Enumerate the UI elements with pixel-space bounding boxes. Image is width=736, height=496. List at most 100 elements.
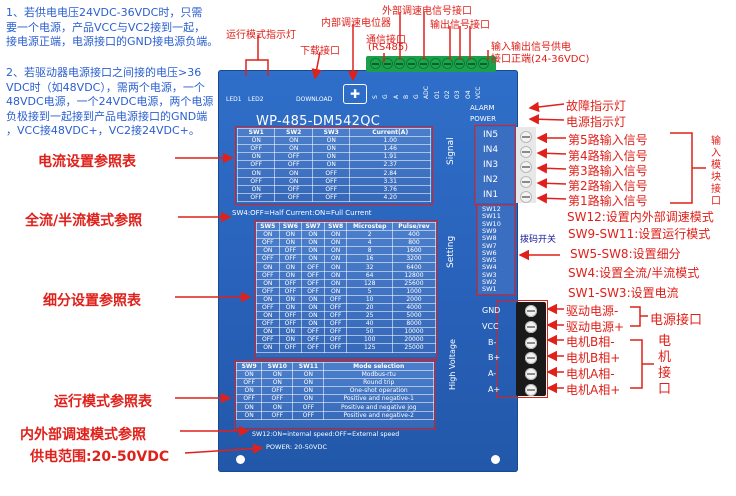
power-terminal[interactable] [525,368,537,381]
alarm-label: ALARM [470,104,495,112]
top-terminal-1[interactable] [370,58,381,69]
mode-table-cell: OFF [292,410,325,420]
input-terminal-in3[interactable] [520,161,532,173]
power-pin-label: B+ [488,353,501,363]
switch-label-sw10: SW10 [482,219,501,228]
label-run-mode-table: 运行模式参照表 [54,394,152,410]
label-io-power-sub: 接口正端(24-36VDC) [491,54,590,65]
input-panel [476,127,514,203]
mount-hole-left [236,455,245,464]
label-sw4: SW4:设置全流/半流模式 [568,266,700,280]
label-power-port: 电源接口 [650,313,703,328]
label-sw12: SW12:设置内外部调速模式 [567,210,714,224]
label-drv-plus: 驱动电源+ [566,320,625,334]
label-motor-port: 电机接口 [658,334,672,397]
input-terminal-in2[interactable] [520,176,532,188]
power-terminal[interactable] [525,352,537,365]
label-output-port: 输出信号接口 [430,20,490,31]
switch-label-sw1: SW1 [482,285,497,294]
top-terminal-9[interactable] [466,58,477,69]
label-power-led: 电源指示灯 [566,115,627,129]
power-pin-label: VCC [482,321,499,331]
label-a-plus: 电机A相+ [566,383,621,397]
led1-label: LED1 [226,96,242,103]
switch-label-sw3: SW3 [482,270,497,279]
input-label-in3: IN3 [483,160,499,170]
led2-label: LED2 [248,96,264,103]
power-pin-label: B- [488,337,497,347]
switch-label-sw7: SW7 [482,241,497,250]
label-drv-minus: 驱动电源- [566,304,619,318]
mode-table-cell: ON [235,410,263,420]
label-sw5-8: SW5-SW8:设置细分 [570,247,681,261]
label-in1: 第1路输入信号 [568,194,648,208]
input-label-in2: IN2 [483,175,499,185]
switch-label-sw2: SW2 [482,278,497,286]
switch-label-sw8: SW8 [482,234,497,243]
top-terminal-5[interactable] [418,58,429,69]
power-terminal-highlight [496,300,548,398]
mount-hole-right [491,455,500,464]
input-terminal-in1[interactable] [520,191,532,203]
top-terminal-4[interactable] [406,58,417,69]
microstep-table-highlight [254,220,438,359]
top-terminal-3[interactable] [394,58,405,69]
power-terminal-block [516,302,546,396]
label-b-plus: 电机B相+ [566,351,621,365]
switch-label-sw4: SW4 [482,263,497,272]
label-ext-speed-port: 外部调速电信号接口 [382,6,472,17]
label-internal-pot: 内部调速电位器 [321,18,391,29]
label-sw9-11: SW9-SW11:设置运行模式 [568,227,711,241]
label-sw1-3: SW1-SW3:设置电流 [568,286,679,300]
input-terminal-in5[interactable] [520,131,532,143]
model-name: WP-485-DM542QC [256,114,381,129]
current-table-cell: OFF [311,192,351,202]
current-table-highlight [235,126,433,205]
input-label-in5: IN5 [483,130,499,140]
current-table-cell: 4.20 [349,192,431,202]
input-terminal-in4[interactable] [520,146,532,158]
top-terminal-7[interactable] [442,58,453,69]
top-terminal-10[interactable] [478,58,489,69]
label-fault-led: 故障指示灯 [566,99,627,113]
switch-label-sw9: SW9 [482,226,497,235]
power-pin-label: A- [488,369,497,379]
microstep-table-cell: 25000 [391,343,437,353]
power-terminal[interactable] [525,305,537,317]
input-label-in4: IN4 [483,145,499,155]
label-half-full: 全流/半流模式参照 [25,213,143,229]
label-in5: 第5路输入信号 [568,133,648,147]
power-terminal[interactable] [525,384,537,396]
power-terminal[interactable] [525,336,537,349]
top-terminal-8[interactable] [454,58,465,69]
download-label: DOWNLOAD [296,96,333,103]
label-comm-port: 通信接口 [366,35,406,46]
label-in2: 第2路输入信号 [568,179,648,193]
label-input-group: 输入模块接口 [711,136,721,207]
input-label-in1: IN1 [483,190,499,200]
label-microstep-table: 细分设置参照表 [43,293,141,309]
label-speed-mode-table: 内外部调速模式参照 [20,427,146,443]
power-pin-label: GND [482,306,501,315]
mode-table-cell: Positive and negative-2 [323,410,434,420]
note-dual-power: 2、若驱动器电源接口之间接的电压>36 VDC时（如48VDC），需两个电源，一… [6,66,214,137]
top-terminal-6[interactable] [430,58,441,69]
potentiometer[interactable]: ✚ [343,84,367,104]
power-terminal[interactable] [525,320,537,333]
sw4-note: SW4:OFF=Half Current:ON=Full Current [232,209,372,217]
top-terminal-2[interactable] [382,58,393,69]
switch-label-sw5: SW5 [482,256,497,265]
power-pin-label: A+ [488,385,501,394]
